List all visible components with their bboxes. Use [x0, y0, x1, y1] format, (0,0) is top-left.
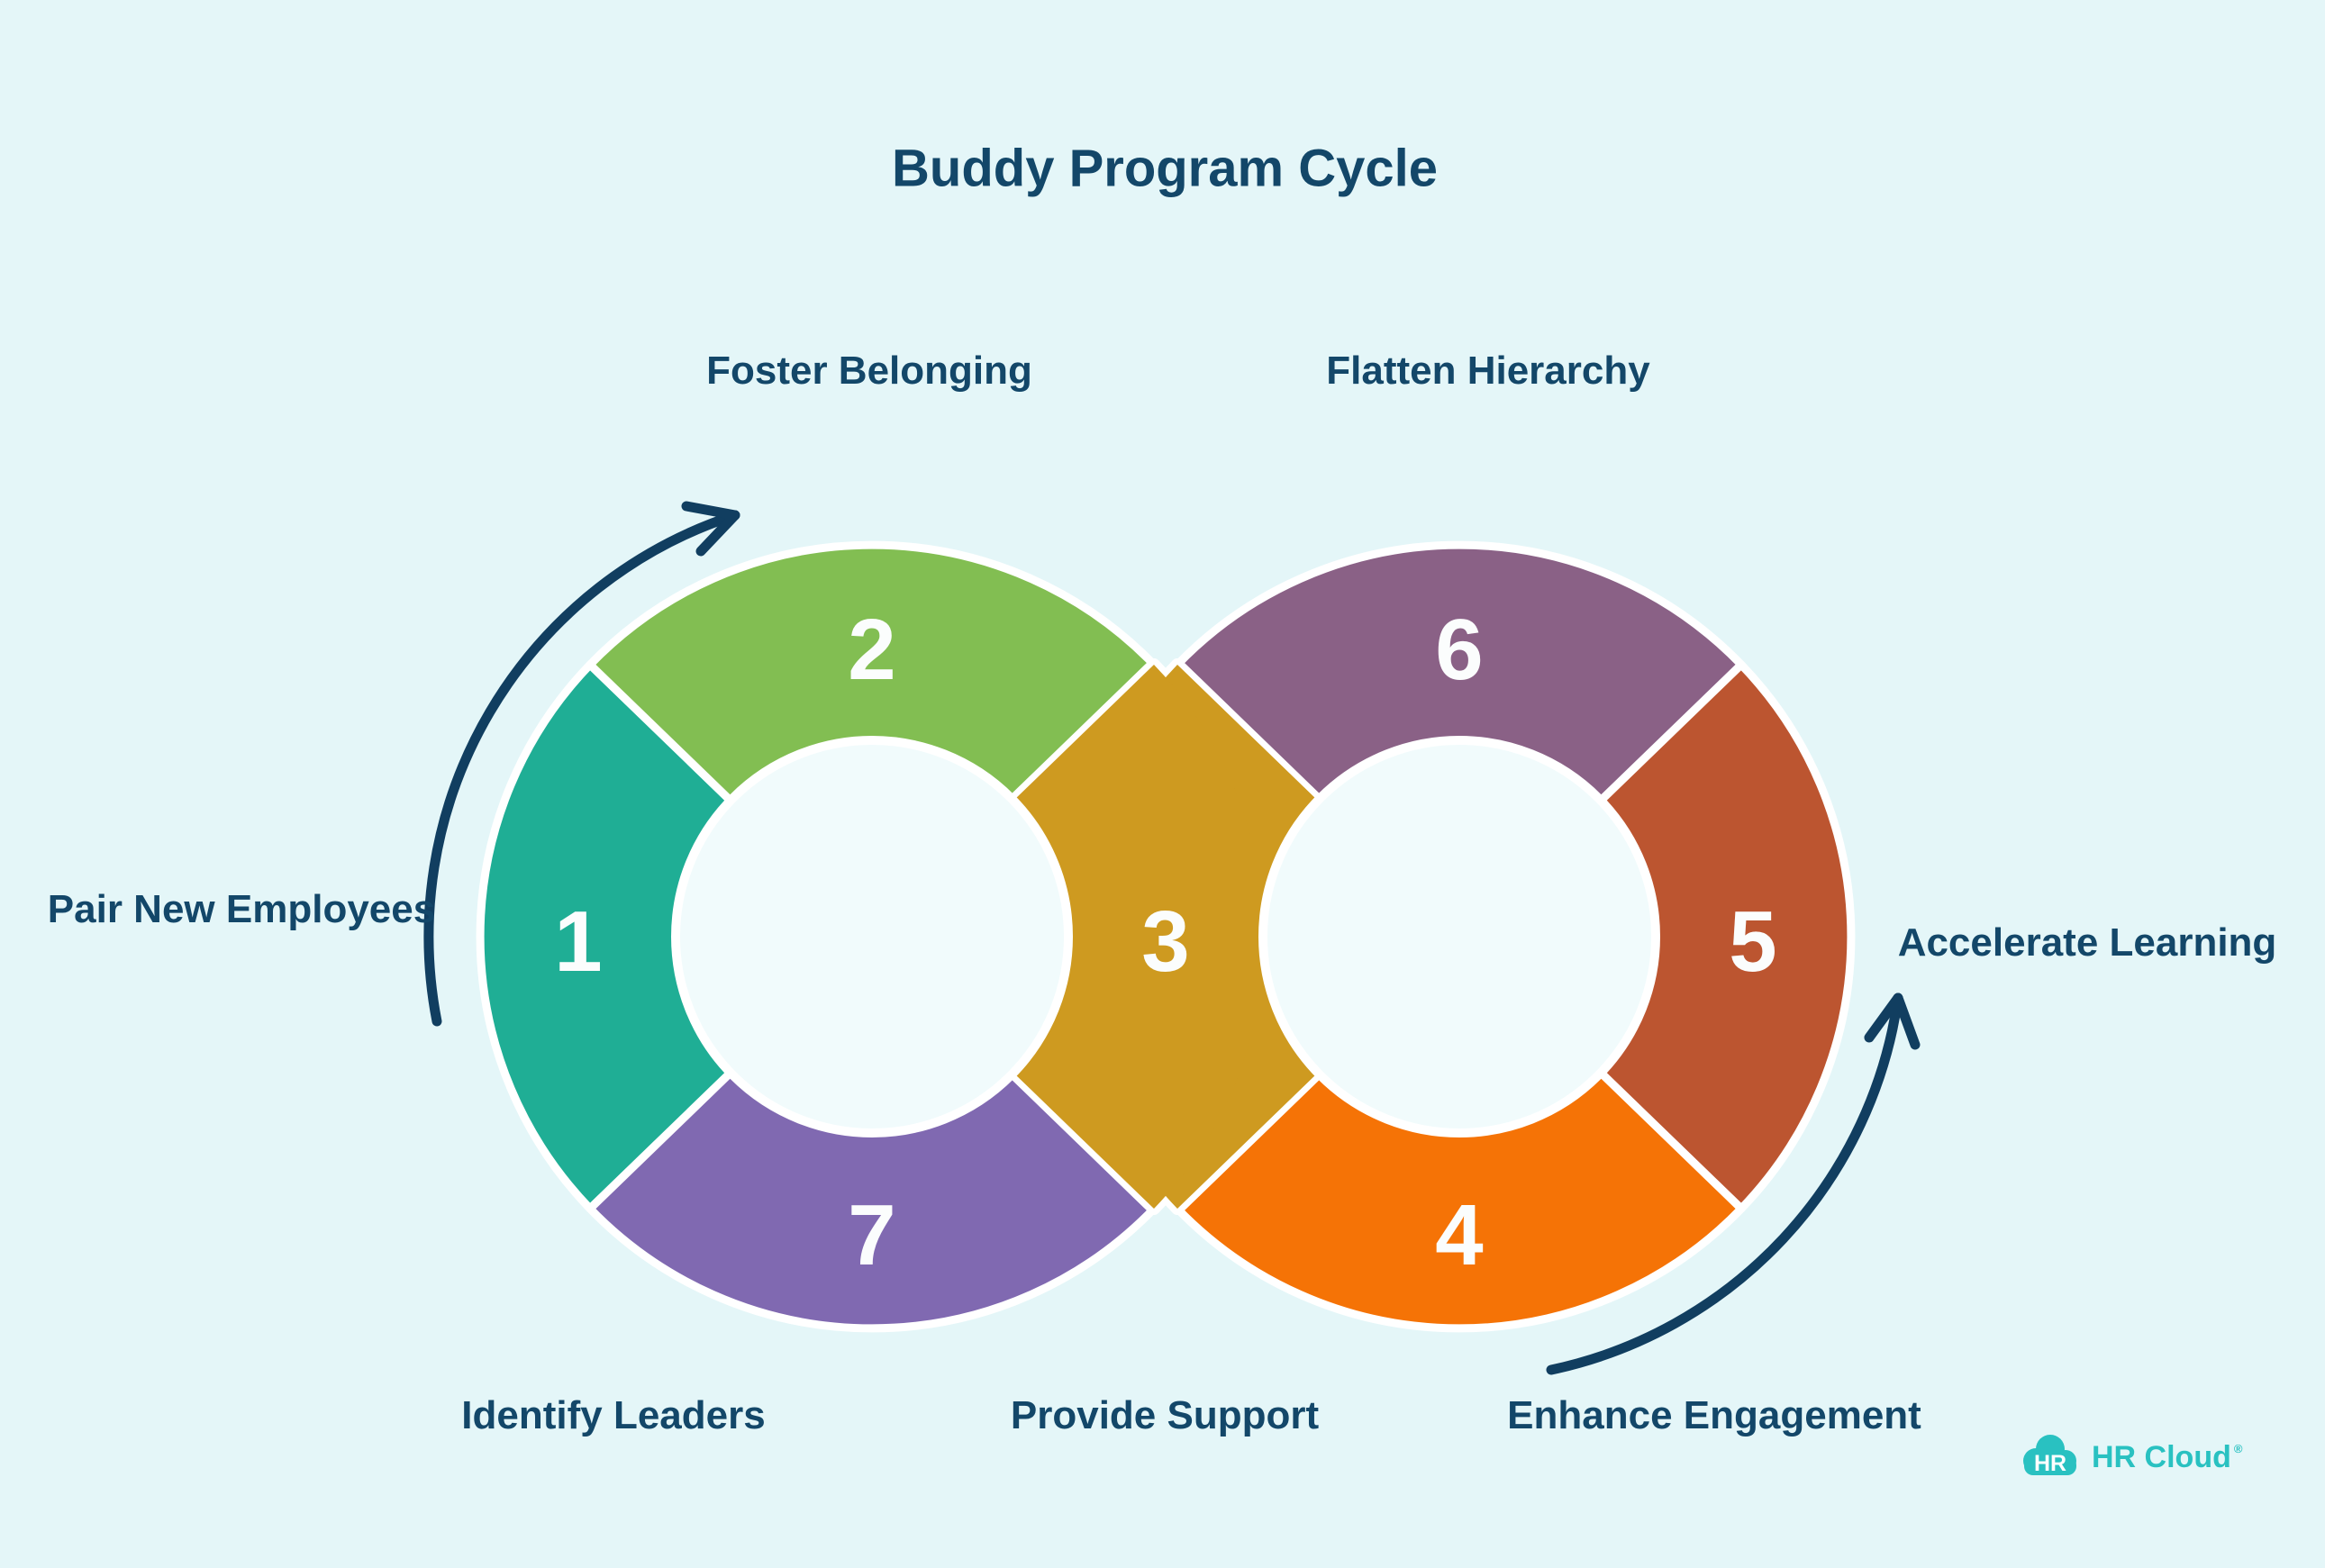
- hr-cloud-logo: HR HR Cloud ®: [2018, 1434, 2242, 1481]
- label-identify-leaders: Identify Leaders: [461, 1393, 766, 1437]
- hr-cloud-icon-text: HR: [2034, 1451, 2066, 1476]
- right-ring-hole: [1258, 736, 1660, 1137]
- step-number-1: 1: [554, 893, 603, 990]
- hr-cloud-brand-name: HR Cloud: [2092, 1439, 2231, 1474]
- step-number-4: 4: [1435, 1187, 1484, 1283]
- clockwise-arrow-left-head: [681, 501, 740, 557]
- label-flatten-hierarchy: Flatten Hierarchy: [1326, 349, 1650, 393]
- hr-cloud-icon: HR: [2023, 1435, 2076, 1476]
- clockwise-arrow-left: [423, 510, 740, 1027]
- segment-3-refill-left: [1013, 665, 1264, 1209]
- label-accelerate-learning: Accelerate Learning: [1897, 920, 2277, 965]
- counterclockwise-arrow-right: [1546, 992, 1903, 1375]
- step-number-2: 2: [848, 602, 896, 698]
- step-number-7: 7: [848, 1187, 896, 1283]
- page-title: Buddy Program Cycle: [892, 139, 1438, 198]
- label-provide-support: Provide Support: [1010, 1393, 1320, 1437]
- hr-cloud-wordmark: HR Cloud ®: [2092, 1440, 2242, 1475]
- left-ring-hole: [671, 736, 1073, 1137]
- step-number-6: 6: [1435, 602, 1484, 698]
- step-number-5: 5: [1729, 893, 1777, 990]
- step-number-3: 3: [1141, 893, 1190, 990]
- label-enhance-engagement: Enhance Engagement: [1507, 1393, 1921, 1437]
- label-foster-belonging: Foster Belonging: [706, 349, 1032, 393]
- counterclockwise-arrow-right-head: [1864, 992, 1921, 1050]
- registered-trademark-icon: ®: [2233, 1441, 2243, 1455]
- label-pair-new-employees: Pair New Employees: [47, 887, 436, 931]
